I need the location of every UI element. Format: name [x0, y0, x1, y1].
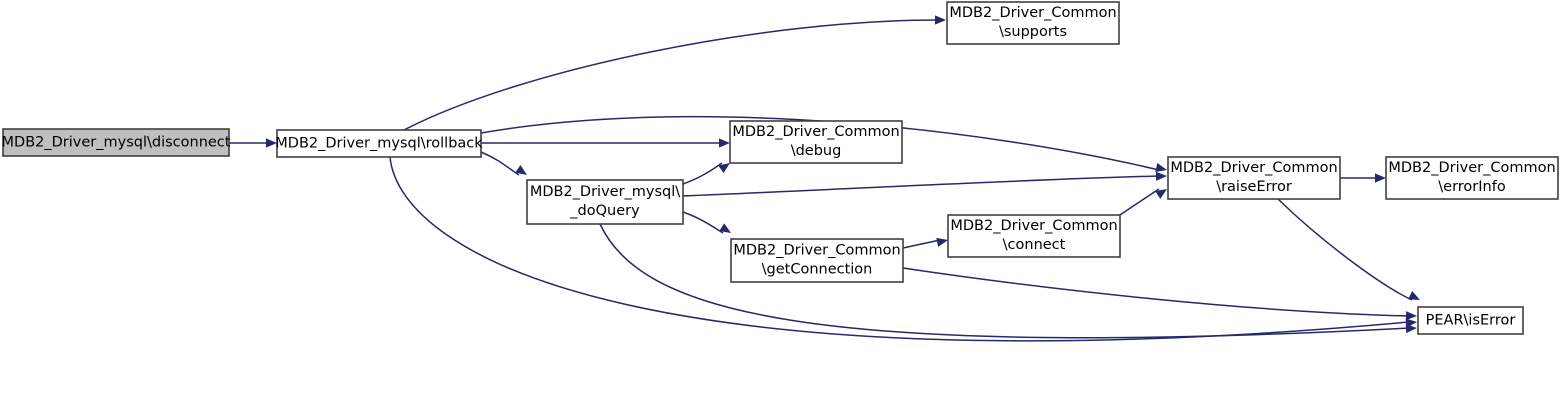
node-supports[interactable]: MDB2_Driver_Common \supports — [946, 1, 1120, 45]
node-label-errorinfo: MDB2_Driver_Common — [1388, 160, 1555, 176]
arrowhead — [936, 237, 948, 247]
node-label-debug: MDB2_Driver_Common — [732, 124, 899, 140]
node-label-raiseerror: MDB2_Driver_Common — [1170, 160, 1337, 176]
node-label-connect: \connect — [1003, 237, 1066, 253]
arrowhead — [719, 223, 731, 233]
node-iserror[interactable]: PEAR\isError — [1417, 306, 1524, 335]
arrowhead — [1405, 323, 1417, 334]
edge-doquery-to-getconnection — [682, 211, 731, 234]
arrowhead — [515, 165, 527, 175]
node-box-errorinfo[interactable] — [1385, 156, 1559, 200]
edge-rollback-to-debug — [481, 138, 730, 148]
node-disconnect[interactable]: MDB2_Driver_mysql\disconnect — [2, 128, 231, 157]
node-connect[interactable]: MDB2_Driver_Common \connect — [947, 214, 1121, 258]
node-debug[interactable]: MDB2_Driver_Common \debug — [729, 120, 903, 164]
edge-rollback-to-supports — [403, 15, 946, 131]
arrowhead — [1405, 311, 1417, 321]
node-label-connect: MDB2_Driver_Common — [950, 218, 1117, 234]
edge-getconnection-to-iserror — [902, 267, 1417, 321]
edge-disconnect-to-rollback — [229, 138, 277, 148]
node-label-rollback: MDB2_Driver_mysql\rollback — [275, 136, 483, 152]
arrowhead — [266, 138, 277, 148]
node-label-supports: \supports — [999, 24, 1067, 40]
node-label-disconnect: MDB2_Driver_mysql\disconnect — [2, 135, 231, 151]
node-box-supports[interactable] — [946, 1, 1120, 45]
arrowhead — [1155, 189, 1167, 199]
node-getconnection[interactable]: MDB2_Driver_Common \getConnection — [730, 238, 904, 283]
node-box-doquery[interactable] — [526, 179, 684, 225]
node-box-iserror[interactable] — [1417, 306, 1524, 335]
edge-raiseerror-to-errorinfo — [1340, 173, 1386, 183]
arrowhead — [934, 15, 946, 25]
edge-connect-to-raiseerror — [1119, 188, 1167, 216]
node-box-connect[interactable] — [947, 214, 1121, 258]
edge-getconnection-to-connect — [902, 237, 948, 249]
node-label-errorinfo: \errorInfo — [1438, 179, 1506, 195]
node-label-getconnection: MDB2_Driver_Common — [733, 243, 900, 259]
node-errorinfo[interactable]: MDB2_Driver_Common \errorInfo — [1385, 156, 1559, 200]
node-raiseerror[interactable]: MDB2_Driver_Common \raiseError — [1167, 156, 1341, 200]
node-label-doquery: MDB2_Driver_mysql\ — [530, 184, 680, 200]
node-box-getconnection[interactable] — [730, 238, 904, 283]
arrowhead — [718, 163, 730, 174]
arrowhead — [1408, 290, 1420, 300]
edges-layer — [229, 15, 1420, 342]
edge-doquery-to-debug — [682, 162, 730, 185]
node-box-disconnect[interactable] — [2, 128, 230, 157]
arrowhead — [1155, 171, 1167, 181]
node-label-iserror: PEAR\isError — [1426, 313, 1516, 329]
node-label-supports: MDB2_Driver_Common — [949, 5, 1116, 21]
node-label-raiseerror: \raiseError — [1216, 179, 1292, 195]
edge-doquery-to-iserror — [599, 223, 1417, 339]
node-box-rollback[interactable] — [276, 129, 482, 158]
edge-raiseerror-to-iserror — [1277, 198, 1420, 301]
arrowhead — [1155, 163, 1167, 172]
node-box-debug[interactable] — [729, 120, 903, 164]
node-box-raiseerror[interactable] — [1167, 156, 1341, 200]
arrowhead — [1375, 173, 1386, 183]
edge-rollback-to-doquery — [480, 151, 527, 176]
node-doquery[interactable]: MDB2_Driver_mysql\ _doQuery — [526, 179, 684, 225]
node-label-doquery: _doQuery — [569, 203, 640, 219]
node-label-debug: \debug — [791, 143, 842, 159]
node-rollback[interactable]: MDB2_Driver_mysql\rollback — [275, 129, 483, 158]
edge-doquery-to-raiseerror — [682, 171, 1167, 197]
node-label-getconnection: \getConnection — [762, 262, 873, 278]
arrowhead — [719, 138, 730, 148]
